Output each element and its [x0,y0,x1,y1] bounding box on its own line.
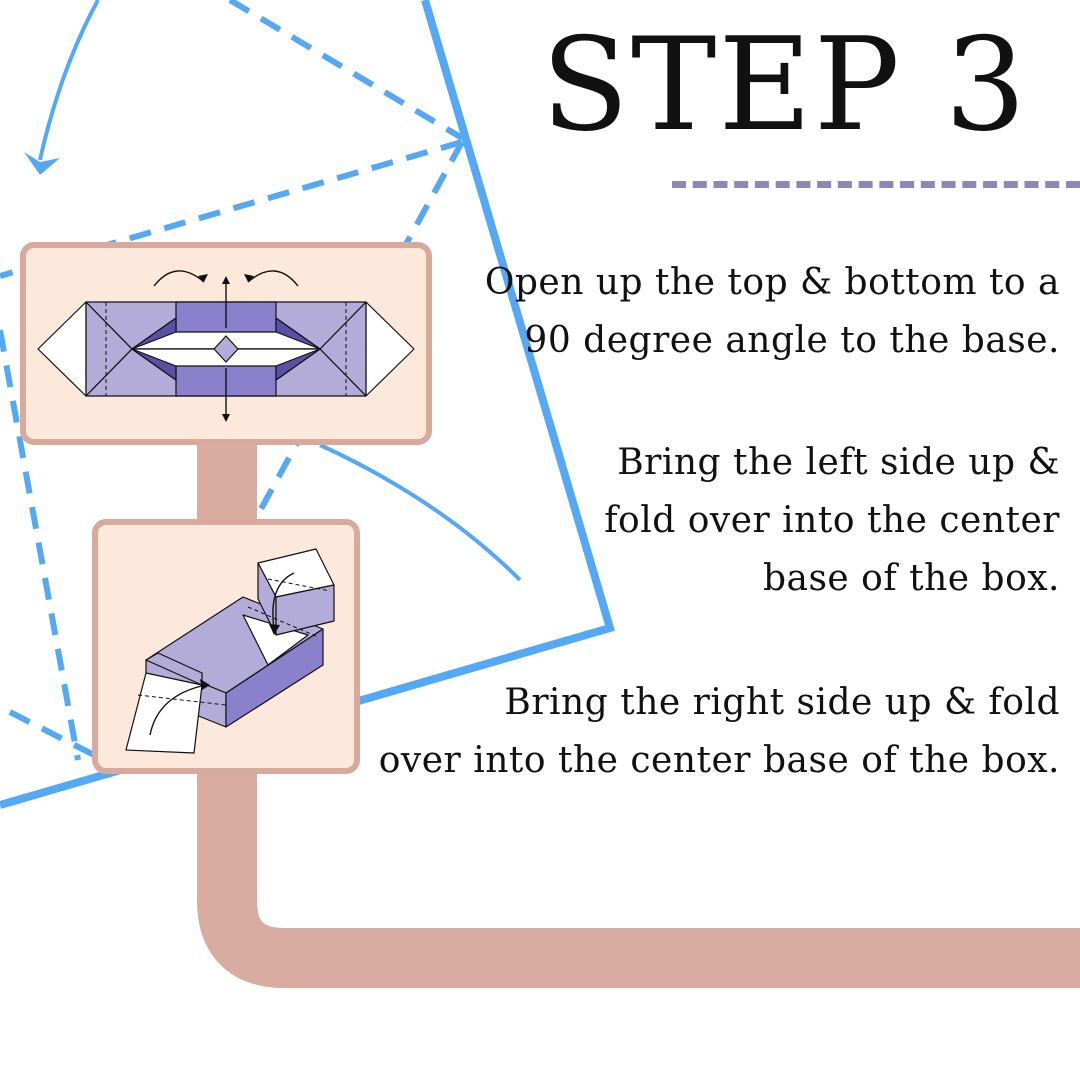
fold-arrow-icon [149,572,295,736]
instruction-line: over into the center base of the box. [378,740,1060,781]
curved-arrow-icon [38,0,100,161]
instruction-line: 90 degree angle to the base. [524,320,1060,361]
box-fold-illustration [125,548,335,754]
title-divider [672,181,1080,188]
flat-box-illustration [37,270,415,422]
instruction-line: Open up the top & bottom to a [484,262,1060,303]
instruction-line: base of the box. [762,558,1060,599]
connector-pipe [197,440,1080,988]
direction-arrow-icon [198,274,254,422]
instruction-open-top-bottom: Open up the top & bottom to a 90 degree … [485,254,1060,370]
instruction-left-side: Bring the left side up & fold over into … [604,434,1060,608]
instruction-line: Bring the right side up & fold [504,682,1060,723]
step-title: STEP 3 [541,11,1028,160]
instruction-line: fold over into the center [604,500,1060,541]
arrowhead-icon [24,152,60,175]
diagram-panel-fold-sides [92,519,360,774]
fold-arrow-icon [153,270,299,416]
instruction-line: Bring the left side up & [617,442,1060,483]
diagram-panel-open-flaps [20,242,432,445]
direction-arrow-icon [200,624,280,690]
instruction-right-side: Bring the right side up & fold over into… [379,674,1060,790]
